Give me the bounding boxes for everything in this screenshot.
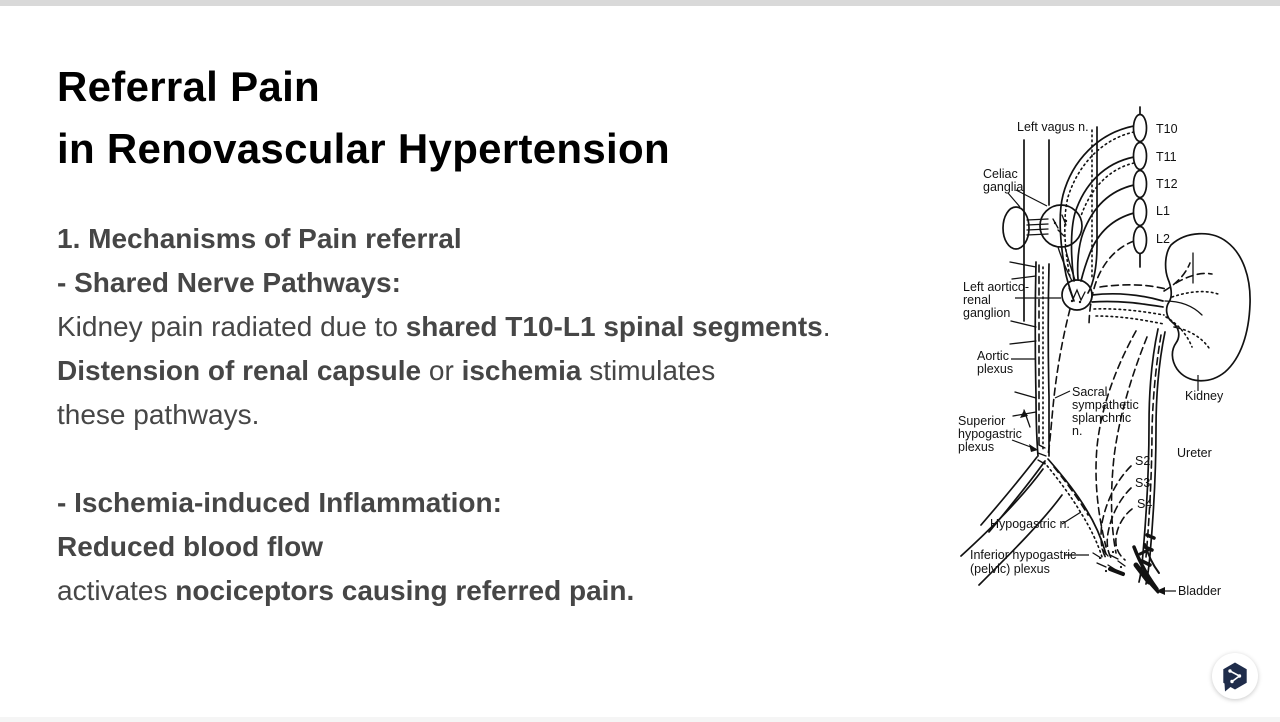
body-subheading: - Ischemia-induced Inflammation: (57, 487, 502, 518)
anatomy-figure: Left vagus n. Celiac ganglia T10 T11 T12… (958, 106, 1251, 598)
label-kidney: Kidney (1185, 389, 1224, 403)
top-border-bar (0, 0, 1280, 6)
label-t12: T12 (1156, 177, 1178, 191)
aortico-renal-ganglion-shape (1061, 279, 1093, 311)
kidney-shape (1164, 232, 1251, 382)
body-heading: 1. Mechanisms of Pain referral (57, 223, 462, 254)
svg-text:hypogastric: hypogastric (958, 427, 1022, 441)
svg-text:(pelvic) plexus: (pelvic) plexus (970, 562, 1050, 576)
share-hexagon-icon (1223, 662, 1247, 692)
branding-logo-button[interactable] (1212, 653, 1258, 699)
svg-text:splanchnic: splanchnic (1072, 411, 1131, 425)
body-line: these pathways. (57, 399, 260, 430)
celiac-ganglion-left (1002, 206, 1030, 250)
body-subheading: - Shared Nerve Pathways: (57, 267, 401, 298)
label-superior-hypogastric: Superior (958, 414, 1005, 428)
svg-text:renal: renal (963, 293, 991, 307)
svg-text:plexus: plexus (958, 440, 994, 454)
slide-title: Referral Pain in Renovascular Hypertensi… (57, 56, 937, 180)
svg-text:ganglia: ganglia (983, 180, 1023, 194)
label-inferior-hypogastric: Inferior hypogastric (970, 548, 1076, 562)
title-line-2: in Renovascular Hypertension (57, 125, 670, 172)
label-aortic-plexus: Aortic (977, 349, 1009, 363)
bottom-edge-strip (0, 717, 1280, 722)
body-line: Kidney pain radiated due to shared T10-L… (57, 311, 831, 342)
paragraph-gap (57, 437, 952, 481)
label-s4: S4 (1137, 497, 1152, 511)
label-sacral-splanchnic: Sacral (1072, 385, 1107, 399)
label-hypogastric-n: Hypogastric n. (990, 517, 1070, 531)
svg-text:sympathetic: sympathetic (1072, 398, 1139, 412)
nerve-pathway-diagram: Left vagus n. Celiac ganglia T10 T11 T12… (950, 95, 1280, 625)
svg-text:ganglion: ganglion (963, 306, 1010, 320)
body-line: Reduced blood flow (57, 531, 323, 562)
label-t11: T11 (1156, 150, 1177, 164)
label-l1: L1 (1156, 204, 1170, 218)
label-bladder: Bladder (1178, 584, 1221, 598)
title-line-1: Referral Pain (57, 63, 321, 110)
label-l2: L2 (1156, 232, 1170, 246)
svg-text:n.: n. (1072, 424, 1082, 438)
label-s3: S3 (1135, 476, 1150, 490)
body-line: Distension of renal capsule or ischemia … (57, 355, 716, 386)
slide-body: 1. Mechanisms of Pain referral - Shared … (57, 217, 952, 613)
label-left-vagus: Left vagus n. (1017, 120, 1089, 134)
label-celiac-ganglia: Celiac (983, 167, 1018, 181)
label-t10: T10 (1156, 122, 1178, 136)
label-s2: S2 (1135, 454, 1150, 468)
label-ureter: Ureter (1177, 446, 1212, 460)
body-line: activates nociceptors causing referred p… (57, 575, 635, 606)
label-aortico-renal-ganglion: Left aortico- (963, 280, 1029, 294)
spinal-chain (1132, 113, 1148, 143)
svg-text:plexus: plexus (977, 362, 1013, 376)
